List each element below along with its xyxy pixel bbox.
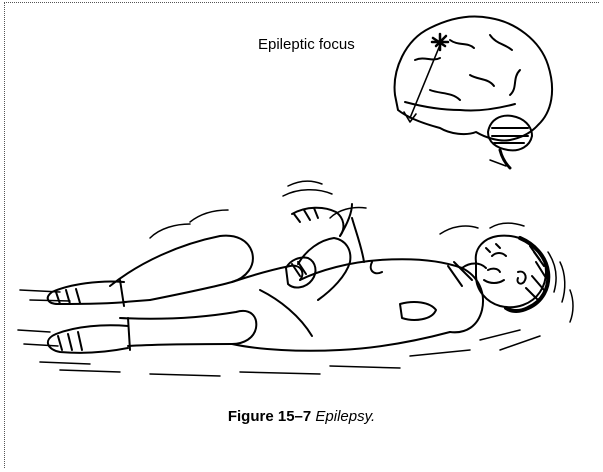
epileptic-focus-label: Epileptic focus xyxy=(258,36,355,53)
epilepsy-illustration xyxy=(0,0,603,410)
brain-icon xyxy=(395,16,553,168)
figure-number: Figure 15–7 xyxy=(228,408,311,425)
motion-lines xyxy=(18,181,573,376)
figure-title: Epilepsy. xyxy=(315,408,375,425)
figure-caption: Figure 15–7 Epilepsy. xyxy=(0,408,603,425)
